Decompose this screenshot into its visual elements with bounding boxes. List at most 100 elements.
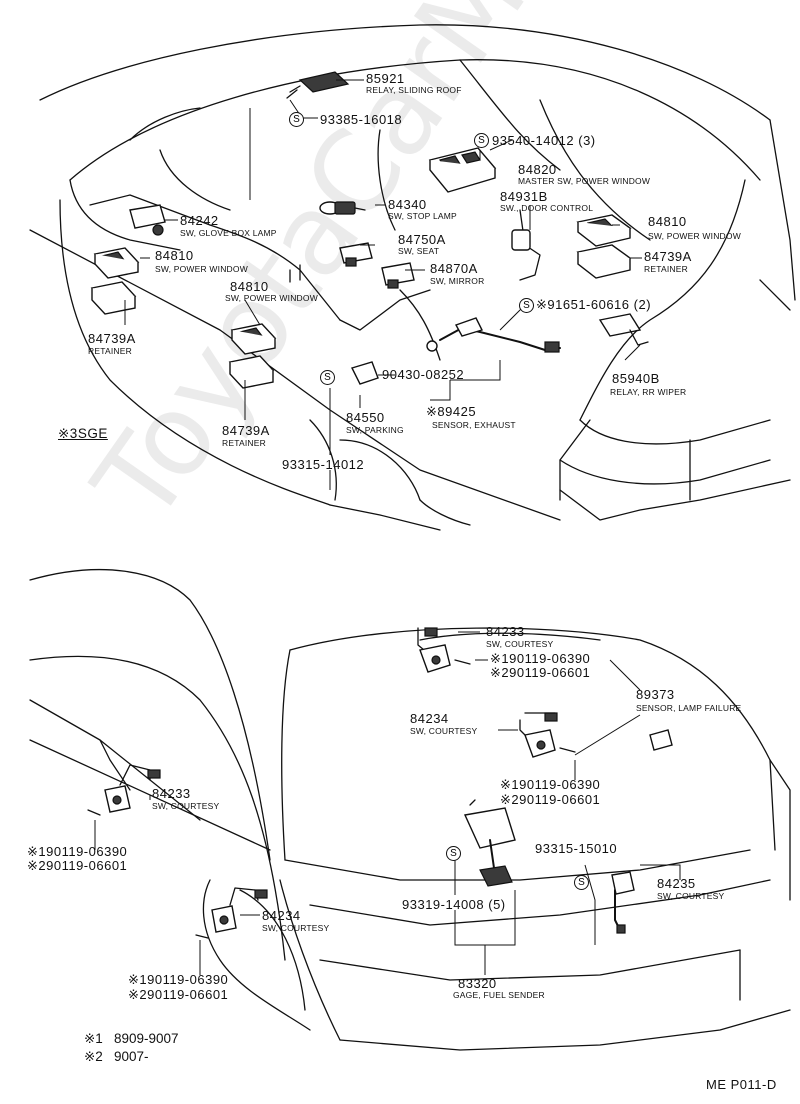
bolt-84233-door-1: ※190119-06390 <box>27 844 128 859</box>
power-window-switch-lr-part <box>230 323 277 355</box>
power-window-switch-lf-part <box>93 247 140 279</box>
desc-85921: RELAY, SLIDING ROOF <box>366 85 462 95</box>
desc-84233-door: SW, COURTESY <box>152 801 220 811</box>
desc-84242: SW, GLOVE BOX LAMP <box>180 228 277 238</box>
part-number-89373: 89373 <box>636 687 675 702</box>
part-number-84234-rear: 84234 <box>410 711 449 726</box>
part-number-90430: 90430-08252 <box>382 367 465 382</box>
part-number-91651: ※91651-60616 (2) <box>536 297 652 312</box>
legend-range-1: 8909-9007 <box>114 1031 179 1046</box>
bolt-84234-rear-2: ※290119-06601 <box>500 792 601 807</box>
part-number-93315-15010: 93315-15010 <box>535 841 618 856</box>
part-number-84750: 84750A <box>398 232 446 247</box>
legend-mark-2: ※2 <box>84 1049 103 1064</box>
desc-84550: SW, PARKING <box>346 425 404 435</box>
desc-84810-lr: SW, POWER WINDOW <box>225 293 318 303</box>
desc-84340: SW, STOP LAMP <box>388 211 457 221</box>
lamp-failure-sensor-part <box>649 729 673 751</box>
desc-84235: SW, COURTESY <box>657 891 725 901</box>
bolt-84233-trunk-1: ※190119-06390 <box>490 651 591 666</box>
seat-switch-part <box>339 242 373 267</box>
part-number-84233-door: 84233 <box>152 786 191 801</box>
courtesy-switch-rear-part <box>519 712 576 758</box>
bolt-84233-trunk-2: ※290119-06601 <box>490 665 591 680</box>
part-number-84931: 84931B <box>500 189 548 204</box>
desc-84931: SW., DOOR CONTROL <box>500 203 594 213</box>
desc-83320: GAGE, FUEL SENDER <box>453 990 545 1000</box>
master-switch-part <box>428 147 497 193</box>
desc-84739-lr: RETAINER <box>222 438 266 448</box>
part-number-84340: 84340 <box>388 197 427 212</box>
desc-84739-lf: RETAINER <box>88 346 132 356</box>
desc-84234-rear: SW, COURTESY <box>410 726 478 736</box>
bolt-symbol-91651: S <box>519 298 534 313</box>
bolt-84234-door-2: ※290119-06601 <box>128 987 229 1002</box>
part-number-84233-trunk: 84233 <box>486 624 525 639</box>
desc-84233-trunk: SW, COURTESY <box>486 639 554 649</box>
mirror-switch-part <box>381 262 415 289</box>
part-number-84810-rf: 84810 <box>648 214 687 229</box>
part-number-85921: 85921 <box>366 71 405 86</box>
rr-wiper-relay-part <box>598 313 649 346</box>
courtesy-switch-trunk-lid-part <box>611 871 635 934</box>
part-number-84820: 84820 <box>518 162 557 177</box>
glove-box-switch-part <box>129 204 166 236</box>
bottom-car-body-outline <box>29 568 791 1051</box>
part-number-84739-rf: 84739A <box>644 249 692 264</box>
retainer-lf-part <box>90 281 137 315</box>
courtesy-switch-left-door-part <box>87 764 161 816</box>
bolt-symbol-93315-b: S <box>574 875 589 890</box>
part-number-83320: 83320 <box>458 976 497 991</box>
bolt-84234-rear-1: ※190119-06390 <box>500 777 601 792</box>
part-number-84810-lf: 84810 <box>155 248 194 263</box>
desc-84870: SW, MIRROR <box>430 276 485 286</box>
fuel-sender-part <box>463 799 516 887</box>
page-code: ME P011-D <box>706 1077 777 1092</box>
bottom-leader-lines <box>94 631 681 975</box>
stop-lamp-switch-part <box>319 201 366 215</box>
bolt-symbol-93385: S <box>289 112 304 127</box>
part-number-89425: ※89425 <box>426 404 477 419</box>
retainer-lr-part <box>228 355 275 389</box>
power-window-switch-rf-part <box>576 214 632 247</box>
bolt-84233-door-2: ※290119-06601 <box>27 858 128 873</box>
desc-84810-lf: SW, POWER WINDOW <box>155 264 248 274</box>
part-number-84810-lr: 84810 <box>230 279 269 294</box>
section-mark-3sge: ※3SGE <box>58 426 108 441</box>
desc-84234-door: SW, COURTESY <box>262 923 330 933</box>
bolt-symbol-93315-a: S <box>320 370 335 385</box>
desc-89425: SENSOR, EXHAUST <box>432 420 516 430</box>
part-number-93540: 93540-14012 (3) <box>492 133 596 148</box>
part-number-84870: 84870A <box>430 261 478 276</box>
legend-mark-1: ※1 <box>84 1031 103 1046</box>
part-number-93385: 93385-16018 <box>320 112 403 127</box>
desc-84750: SW, SEAT <box>398 246 440 256</box>
desc-89373: SENSOR, LAMP FAILURE <box>636 703 742 713</box>
door-control-switch-part <box>511 209 541 281</box>
desc-84739-rf: RETAINER <box>644 264 688 274</box>
bolt-84234-door-1: ※190119-06390 <box>128 972 229 987</box>
legend-range-2: 9007- <box>114 1049 149 1064</box>
part-number-84242: 84242 <box>180 213 219 228</box>
courtesy-switch-left-rear-part <box>195 887 268 939</box>
part-number-84739-lf: 84739A <box>88 331 136 346</box>
bolt-symbol-93319: S <box>446 846 461 861</box>
courtesy-switch-trunk-part <box>417 627 471 673</box>
relay-sliding-roof-part <box>286 71 350 99</box>
part-number-93319: 93319-14008 (5) <box>402 897 506 912</box>
exhaust-sensor-part <box>426 317 561 353</box>
desc-84810-rf: SW, POWER WINDOW <box>648 231 741 241</box>
desc-85940: RELAY, RR WIPER <box>610 387 687 397</box>
part-number-84550: 84550 <box>346 410 385 425</box>
part-number-93315-14012: 93315-14012 <box>282 457 365 472</box>
parking-switch-part <box>351 361 379 385</box>
part-number-84739-lr: 84739A <box>222 423 270 438</box>
part-number-84234-door: 84234 <box>262 908 301 923</box>
retainer-rf-part <box>576 244 632 279</box>
part-number-85940: 85940B <box>612 371 660 386</box>
desc-84820: MASTER SW, POWER WINDOW <box>518 176 651 186</box>
bolt-symbol-93540: S <box>474 133 489 148</box>
part-number-84235: 84235 <box>657 876 696 891</box>
